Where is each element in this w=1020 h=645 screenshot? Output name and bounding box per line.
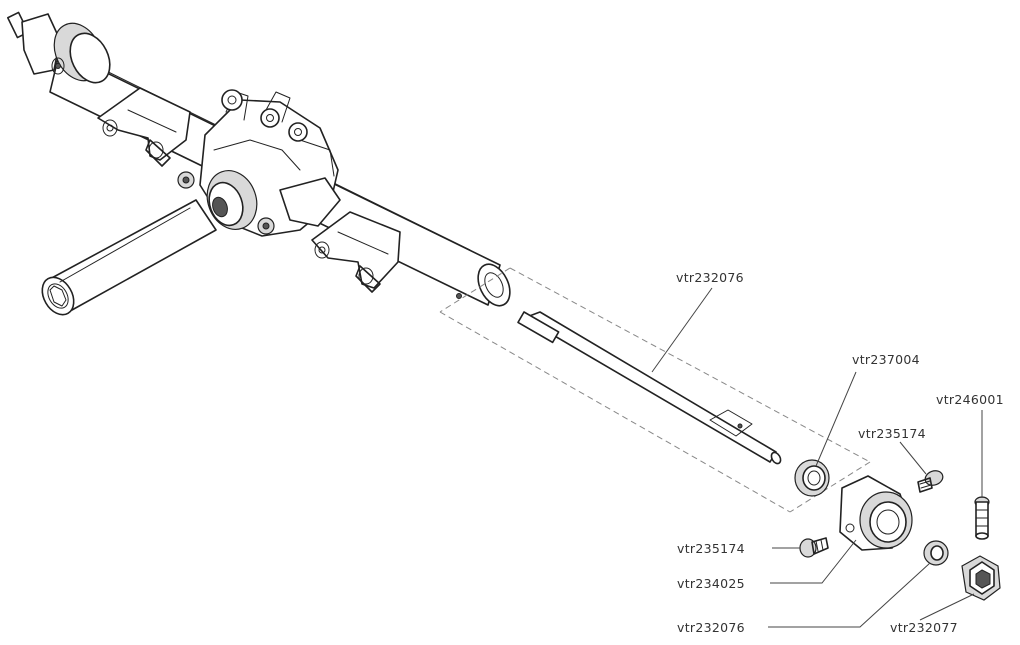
part-labels: vtr232076 vtr237004 vtr235174 vtr246001 …	[676, 270, 1004, 635]
label-screw-head-right: vtr235174	[858, 426, 926, 441]
drive-shaft	[517, 311, 782, 465]
set-screw-part	[974, 496, 990, 540]
label-hub: vtr234025	[677, 576, 745, 591]
label-screw-left: vtr235174	[677, 541, 745, 556]
axle-tube-left	[41, 199, 217, 316]
label-bearing: vtr237004	[852, 352, 920, 367]
label-washer: vtr232076	[677, 620, 745, 635]
label-shaft-main: vtr232076	[676, 270, 744, 285]
washer-part	[923, 540, 949, 566]
bearing-part	[794, 459, 830, 497]
suspension-bracket-right	[311, 211, 401, 293]
suspension-bracket-left	[97, 87, 191, 167]
leader-lines	[651, 287, 983, 628]
alignment-guide	[439, 267, 871, 513]
axle-end-coupler	[6, 11, 111, 84]
axle-housing-assembly	[6, 11, 511, 316]
label-hex-nut: vtr232077	[890, 620, 958, 635]
differential-housing	[177, 89, 341, 237]
label-set-screw: vtr246001	[936, 392, 1004, 407]
hex-nut-part	[961, 555, 1001, 601]
screw-right-part	[917, 470, 944, 493]
hub-part	[839, 475, 913, 551]
screw-left-part	[799, 537, 829, 558]
